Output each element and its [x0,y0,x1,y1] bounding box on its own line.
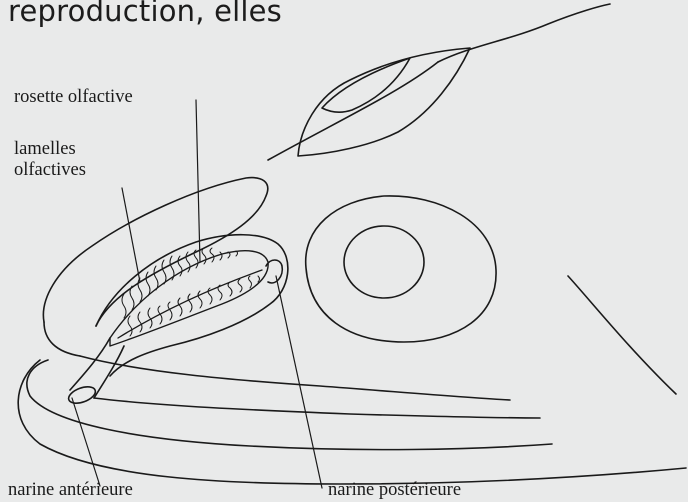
anterior-nostril-opening [66,384,97,407]
posterior-nostril [266,260,282,283]
anterior-nostril-tube-2 [94,346,124,398]
olfactory-rosette [110,248,268,346]
label-narine-anterieure: narine antérieure [8,480,133,501]
label-lamelles-olfactives: lamelles olfactives [14,139,86,181]
dorsal-shape [298,48,470,156]
leader-rosette [196,100,200,262]
snout-middle-lobe [44,322,80,356]
label-lamelles-line2: olfactives [14,160,86,181]
leader-lamelles [122,188,140,282]
chin-outline [18,360,686,484]
mouth-line [94,398,540,418]
leader-narine-posterieure [276,276,322,488]
label-rosette-olfactive: rosette olfactive [14,87,133,108]
eye-inner [344,226,424,298]
label-lamelles-line1: lamelles [14,139,86,160]
dorsal-shape-inner [322,58,410,112]
leader-narine-anterieure [72,398,100,486]
eye-orbit-outer [306,196,496,342]
label-narine-posterieure: narine postérieure [328,480,461,501]
head-outline-top [438,4,610,62]
lower-lip-line [27,360,552,450]
operculum-curve [568,276,676,394]
head-outline-upper [268,62,438,160]
